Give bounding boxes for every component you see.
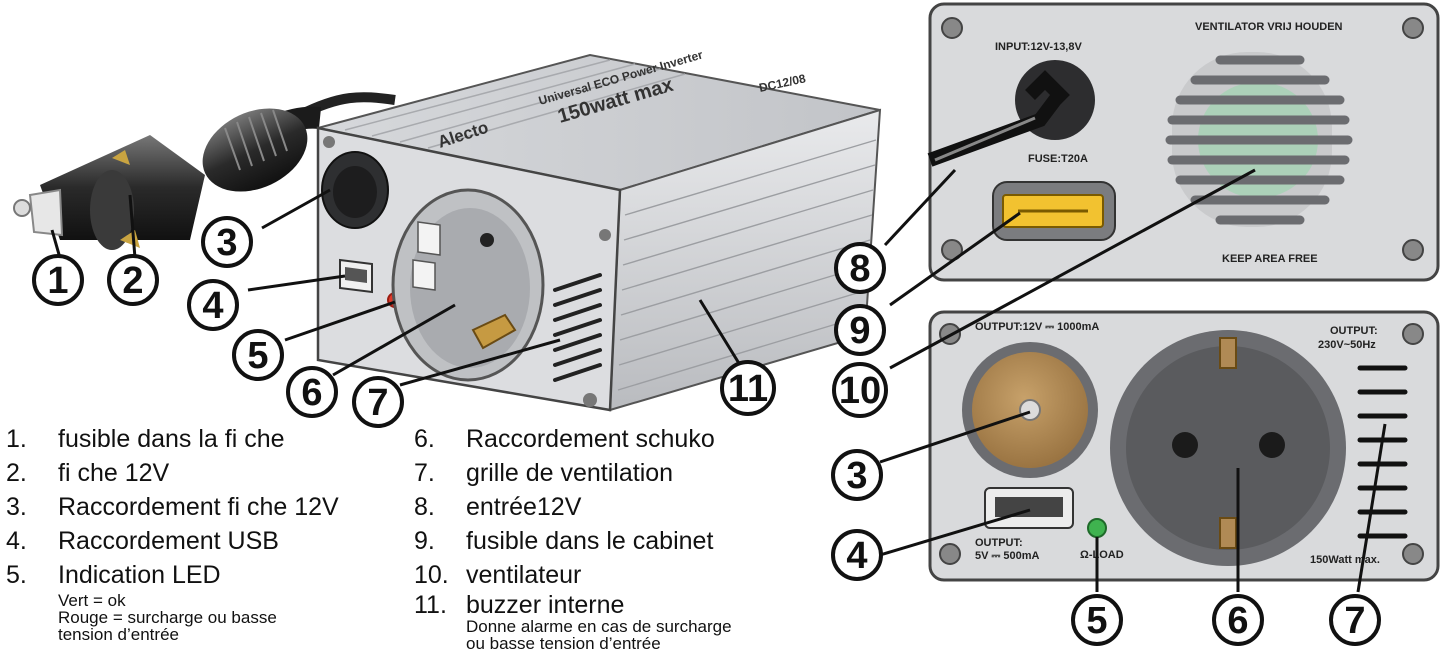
legend-item-6: 6. Raccordement schuko xyxy=(414,425,715,453)
legend-column-right: 6. Raccordement schuko 7. grille de vent… xyxy=(414,422,834,652)
fan-keep-free-label-nl: VENTILATOR VRIJ HOUDEN xyxy=(1195,21,1343,33)
svg-text:9: 9 xyxy=(849,310,870,352)
fan-keep-free-label-en: KEEP AREA FREE xyxy=(1222,253,1318,265)
legend-item-11: 11. buzzer interne xyxy=(414,591,625,619)
callout-9: 9 xyxy=(834,304,886,356)
callout-11: 11 xyxy=(720,360,776,416)
svg-text:6: 6 xyxy=(301,372,322,414)
callout-10: 10 xyxy=(832,362,888,418)
front-watt-label: 150Watt max. xyxy=(1310,554,1380,566)
front-callout-5: 5 xyxy=(1071,594,1123,646)
svg-text:11: 11 xyxy=(728,368,768,410)
callout-8: 8 xyxy=(834,242,886,294)
svg-text:10: 10 xyxy=(839,370,881,412)
legend-item-8: 8. entrée12V xyxy=(414,493,582,521)
svg-text:3: 3 xyxy=(216,222,237,264)
output-ac-label-line2: 230V~50Hz xyxy=(1318,339,1376,351)
callout-1: 1 xyxy=(32,254,84,306)
legend-item-5: 5. Indication LED xyxy=(6,561,221,589)
usb-output-label-line1: OUTPUT: xyxy=(975,537,1023,549)
legend-item-1: 1. fusible dans la fi che xyxy=(6,425,285,453)
callout-6: 6 xyxy=(286,366,338,418)
svg-text:6: 6 xyxy=(1227,600,1248,642)
input-label: INPUT:12V-13,8V xyxy=(995,41,1082,53)
svg-text:3: 3 xyxy=(846,455,867,497)
svg-text:5: 5 xyxy=(1086,600,1107,642)
legend-item-5-note: Rouge = surcharge ou basse xyxy=(58,608,277,627)
inverter-box: Alecto Universal ECO Power Inverter 150w… xyxy=(316,47,882,412)
legend-item-11-note: ou basse tension d’entrée xyxy=(466,634,661,653)
load-led-label: Ω-LOAD xyxy=(1080,549,1124,561)
callout-2: 2 xyxy=(107,254,159,306)
callout-3: 3 xyxy=(201,216,253,268)
legend-item-9: 9. fusible dans le cabinet xyxy=(414,527,714,555)
usb-output-label-line2: 5V ⎓ 500mA xyxy=(975,550,1039,562)
output-12v-label: OUTPUT:12V ⎓ 1000mA xyxy=(975,321,1099,333)
svg-text:4: 4 xyxy=(846,535,867,577)
front-callout-7: 7 xyxy=(1329,594,1381,646)
legend-item-2: 2. fi che 12V xyxy=(6,459,170,487)
svg-text:4: 4 xyxy=(202,285,223,327)
svg-text:5: 5 xyxy=(247,335,268,377)
svg-text:7: 7 xyxy=(367,382,388,424)
svg-text:1: 1 xyxy=(47,260,68,302)
load-led xyxy=(1087,518,1107,538)
front-callout-3: 3 xyxy=(831,449,883,501)
front-panel: OUTPUT:12V ⎓ 1000mA OUTPUT: 230V~50Hz OU… xyxy=(928,310,1440,582)
leader-lines xyxy=(50,168,1387,593)
legend-item-5-note: Vert = ok xyxy=(58,591,126,610)
svg-text:2: 2 xyxy=(122,260,143,302)
legend-item-11-note: Donne alarme en cas de surcharge xyxy=(466,617,732,636)
legend-item-5-note: tension d’entrée xyxy=(58,625,179,644)
fuse-label: FUSE:T20A xyxy=(1028,153,1088,165)
output-ac-label-line1: OUTPUT: xyxy=(1330,325,1378,337)
car-plug-illustration xyxy=(13,92,396,250)
callout-4: 4 xyxy=(187,279,239,331)
legend-item-4: 4. Raccordement USB xyxy=(6,527,279,555)
svg-text:8: 8 xyxy=(849,248,870,290)
legend-item-3: 3. Raccordement fi che 12V xyxy=(6,493,339,521)
fan-grille xyxy=(1165,52,1353,227)
back-panel: INPUT:12V-13,8V VENTILATOR VRIJ HOUDEN F… xyxy=(927,2,1440,282)
legend-column-left: 1. fusible dans la fi che 2. fi che 12V … xyxy=(6,422,406,643)
front-callout-4: 4 xyxy=(831,529,883,581)
callout-5: 5 xyxy=(232,329,284,381)
legend-item-10: 10. ventilateur xyxy=(414,561,582,589)
front-callout-6: 6 xyxy=(1212,594,1264,646)
svg-text:7: 7 xyxy=(1344,600,1365,642)
legend-item-7: 7. grille de ventilation xyxy=(414,459,674,487)
callout-7: 7 xyxy=(352,376,404,428)
